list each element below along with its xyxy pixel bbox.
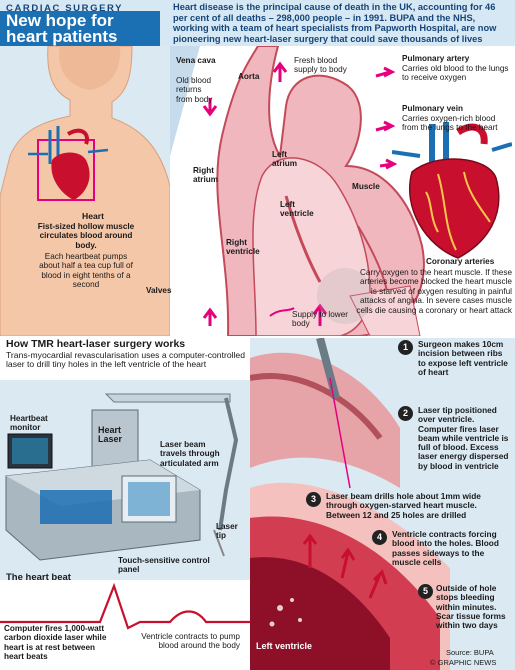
valves-label: Valves <box>146 286 172 295</box>
title-background <box>0 11 160 47</box>
page-title: New hope for heart patients <box>6 11 118 46</box>
laser-beam-label: Laser beam travels through articulated a… <box>160 440 220 468</box>
fresh-blood-label: Fresh blood supply to body <box>294 56 347 75</box>
pulmonary-artery-title: Pulmonary artery <box>402 54 470 63</box>
step-2-text: Laser tip positioned over ventricle. Com… <box>418 405 509 471</box>
step-3-number: 3 <box>306 492 321 507</box>
pulmonary-artery-description: Carries old blood to the lungs to receiv… <box>402 64 509 83</box>
computer-fires-text: Computer fires 1,000-watt carbon dioxide… <box>4 624 107 662</box>
heart-icon <box>28 126 108 201</box>
intro-text: Heart disease is the principal cause of … <box>173 2 497 44</box>
step-4-text: Ventricle contracts forcing blood into t… <box>392 529 499 567</box>
right-atrium-label: Right atrium <box>193 166 219 185</box>
step-1-number: 1 <box>398 340 413 355</box>
laser-machine-illustration <box>0 380 250 580</box>
pulmonary-vein-description: Carries oxygen-rich blood from the lungs… <box>402 114 498 133</box>
coronary-arteries-title: Coronary arteries <box>426 257 495 266</box>
heartbeat-monitor-label: Heartbeat monitor <box>10 414 48 433</box>
step-1-text: Surgeon makes 10cm incision between ribs… <box>418 339 508 377</box>
heart-description: Fist-sized hollow muscle circulates bloo… <box>37 222 135 250</box>
step-3-text: Laser beam drills hole about 1mm wide th… <box>326 491 481 520</box>
step-2-number: 2 <box>398 406 413 421</box>
vena-cava-description: Old blood returns from body <box>176 76 213 104</box>
surgery-closeup <box>250 338 515 670</box>
left-ventricle-closeup-label: Left ventricle <box>256 641 313 651</box>
step-5-text: Outside of hole stops bleeding within mi… <box>436 583 506 631</box>
muscle-label: Muscle <box>352 182 380 191</box>
pulmonary-vein-title: Pulmonary vein <box>402 104 463 113</box>
left-atrium-label: Left atrium <box>272 150 298 169</box>
left-ventricle-label: Left ventricle <box>280 200 314 219</box>
heart-title: Heart <box>82 211 104 221</box>
coronary-heart-illustration <box>392 122 512 259</box>
heartbeat-pump-text: Each heartbeat pumps about half a tea cu… <box>39 252 133 290</box>
laser-tip-label: Laser tip <box>216 522 238 541</box>
heart-beat-title: The heart beat <box>6 572 71 583</box>
heart-beat-trace <box>0 582 250 630</box>
body-figure <box>0 46 170 336</box>
tmr-title: How TMR heart-laser surgery works <box>6 338 186 350</box>
step-4-number: 4 <box>372 530 387 545</box>
vena-cava-title: Vena cava <box>176 56 216 65</box>
right-ventricle-label: Right ventricle <box>226 238 260 257</box>
supply-lower-body-label: Supply to lower body <box>292 310 348 329</box>
kicker: CARDIAC SURGERY <box>6 3 124 14</box>
coronary-arteries-description: Carry oxygen to the heart muscle. If the… <box>356 268 512 315</box>
tmr-description: Trans-myocardial revascularisation uses … <box>6 350 245 370</box>
heart-laser-label: Heart Laser <box>98 425 123 445</box>
credit-text: © GRAPHIC NEWS <box>430 658 497 667</box>
step-5-number: 5 <box>418 584 433 599</box>
aorta-label: Aorta <box>238 72 260 81</box>
source-text: Source: BUPA <box>446 648 494 657</box>
touch-panel-label: Touch-sensitive control panel <box>118 556 210 575</box>
ventricle-contracts-text: Ventricle contracts to pump blood around… <box>141 632 240 651</box>
